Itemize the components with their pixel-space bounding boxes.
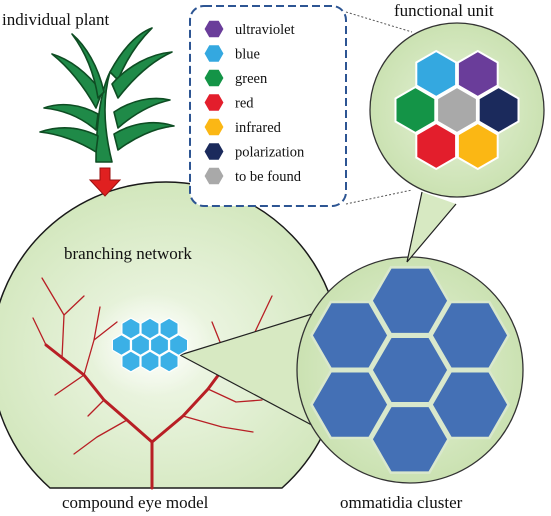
legend-label: blue [235, 47, 260, 63]
small-hexagon [111, 333, 131, 357]
zoom-cone-unit [407, 192, 456, 262]
small-hexagon [149, 333, 170, 357]
down-arrow-icon [88, 167, 122, 197]
ommatidium-hexagon [430, 300, 510, 370]
label-branching-network: branching network [64, 244, 192, 263]
legend-label: infrared [235, 120, 282, 136]
small-hexagon [159, 350, 179, 373]
label-functional-unit: functional unit [394, 1, 494, 20]
legend-swatch-icon [203, 19, 225, 39]
label-individual-plant: individual plant [2, 10, 109, 29]
ommatidium-hexagon [370, 266, 450, 336]
legend-link-line [345, 11, 413, 33]
legend-label: green [235, 71, 268, 87]
legend-label: to be found [235, 169, 302, 185]
ommatidium-hexagon [310, 300, 390, 370]
legend-swatch-icon [203, 68, 225, 88]
unit-hexagon [415, 121, 458, 171]
ommatidium-hexagon [310, 370, 390, 440]
legend-swatch-icon [203, 142, 225, 161]
legend-link-line [345, 189, 413, 205]
small-hexagon [140, 317, 160, 340]
legend-swatch-icon [203, 44, 225, 63]
small-hexagon [169, 333, 189, 357]
label-ommatidia-cluster: ommatidia cluster [340, 493, 463, 512]
ommatidium-hexagon [370, 335, 450, 405]
legend: ultraviolet blue green red infrared polarizat… [203, 19, 305, 186]
small-hexagon [130, 333, 151, 357]
small-hexagon [121, 350, 141, 373]
unit-hexagon [456, 49, 499, 99]
legend-box [189, 5, 347, 207]
small-hexagon [121, 317, 141, 340]
legend-label: polarization [235, 145, 305, 161]
ommatidium-hexagon [430, 370, 510, 440]
plant-icon [39, 27, 175, 163]
small-hexagon [159, 317, 179, 340]
ommatidium-hexagon [370, 404, 450, 474]
unit-hexagon [456, 121, 499, 171]
unit-hexagon [436, 85, 478, 135]
unit-hexagon [415, 49, 458, 99]
unit-hexagon [477, 85, 520, 135]
ommatidia-hexagons [310, 266, 510, 474]
legend-label: red [235, 96, 254, 112]
legend-label: ultraviolet [235, 22, 295, 38]
zoom-line [406, 191, 423, 263]
functional-unit-hexagons [394, 49, 520, 171]
zoom-line [179, 309, 326, 356]
legend-swatch-icon [203, 93, 225, 112]
legend-swatch-icon [203, 117, 225, 137]
legend-swatch-icon [203, 166, 225, 186]
zoom-line [406, 203, 457, 263]
label-compound-eye-model: compound eye model [62, 493, 209, 512]
small-hex-cluster [111, 317, 189, 373]
unit-hexagon [394, 85, 437, 135]
small-hexagon [140, 350, 160, 373]
